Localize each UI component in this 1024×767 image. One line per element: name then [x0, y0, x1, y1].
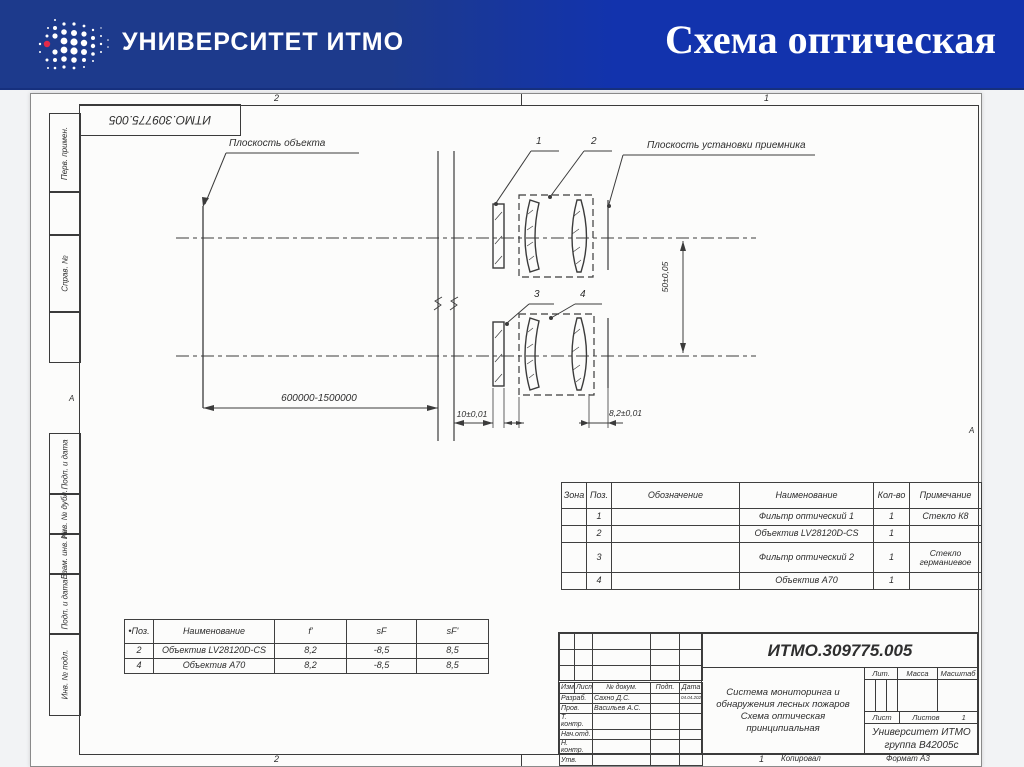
col-header: Зона	[561, 482, 587, 509]
strip-cell-sprav-n: Справ. №	[49, 234, 81, 313]
sign-row: Разраб. Сахно Д.С. 04.04.2022	[559, 693, 703, 704]
col-header: Поз.	[586, 482, 612, 509]
col-header: f'	[274, 619, 347, 644]
title-block-sign-table: Изм Лист № докум. Подп. Дата Разраб. Сах…	[559, 682, 703, 767]
parts-table: Зона Поз. Обозначение Наименование Кол-в…	[561, 482, 982, 590]
university-logo-text: УНИВЕРСИТЕТ ИТМО	[122, 28, 405, 56]
col-header: •Поз.	[124, 619, 154, 644]
strip-cell-perv-primen: Перв. примен.	[49, 113, 81, 193]
zone-marker-a-left: А	[69, 394, 75, 403]
mass-cell	[897, 679, 938, 712]
parts-table-header-row: Зона Поз. Обозначение Наименование Кол-в…	[561, 482, 982, 509]
zone-number: 2	[274, 754, 280, 764]
dim-distance: 600000-1500000	[281, 393, 357, 404]
parts-row-4: 4 Объектив А70 1	[561, 572, 982, 590]
sign-row: Пров. Васильев А.С.	[559, 703, 703, 714]
strip-cell-inv-podl: Инв. № подл.	[49, 633, 81, 716]
object-plane-label: Плоскость объекта	[229, 138, 326, 149]
zone-tick-top	[521, 94, 522, 105]
sign-row: Т. контр.	[559, 713, 703, 730]
sign-row: Н. контр.	[559, 738, 703, 756]
slide-header: УНИВЕРСИТЕТ ИТМО Схема оптическая	[0, 0, 1024, 90]
lens-table-header-row: •Поз. Наименование f' sF sF'	[124, 619, 489, 644]
zone-marker-a-right: А	[969, 426, 975, 435]
title-block: Изм Лист № докум. Подп. Дата Разраб. Сах…	[558, 632, 979, 767]
doc-number-stamp: ИТМО.309775.005	[79, 104, 241, 136]
optical-scheme-linework	[176, 150, 815, 441]
col-header: Наименование	[153, 619, 275, 644]
receiver-plane-label: Плоскость установки приемника	[647, 140, 806, 151]
slide-title: Схема оптическая	[665, 17, 996, 62]
zone-tick-bottom	[521, 754, 522, 766]
callout-3: 3	[534, 289, 540, 300]
drawing-frame	[79, 105, 979, 755]
col-header: Наименование	[739, 482, 874, 509]
sign-row: Нач.отд.	[559, 728, 703, 740]
scale-cell	[937, 679, 979, 712]
strip-cell-vzam-inv: Взам. инв. №	[49, 529, 81, 579]
title-block-spare-rows	[559, 633, 703, 681]
col-header: sF'	[416, 619, 489, 644]
parts-row-2: 2 Объектив LV28120D-CS 1	[561, 525, 982, 543]
col-header: Обозначение	[611, 482, 740, 509]
dim-axis-offset: 50±0,05	[660, 261, 670, 293]
strip-cell-podp-data-2: Подп. и дата	[49, 573, 81, 635]
strip-cell-inv-dubl: Инв. № дубл.	[49, 489, 81, 539]
title-block-doc-number: ИТМО.309775.005	[701, 633, 979, 668]
sign-header-row: Изм Лист № докум. Подп. Дата	[559, 682, 703, 694]
logo-red-dot	[43, 40, 51, 48]
col-header: sF	[346, 619, 417, 644]
dim-back: 8,2±0,01	[609, 408, 643, 418]
callout-4: 4	[580, 289, 586, 300]
itmo-logo-dots-icon	[38, 19, 109, 70]
col-header: Кол-во	[873, 482, 910, 509]
sheets-value: 1	[961, 713, 966, 722]
drawing-sheet: 2 1 2 1 Копировал Формат А3 Перв. примен…	[30, 93, 982, 767]
zone-number: 1	[764, 93, 770, 103]
footer-copied-label: Копировал	[781, 754, 821, 763]
sign-row: Утв.	[559, 754, 703, 767]
strip-cell-empty	[49, 191, 81, 236]
callout-2: 2	[591, 136, 597, 147]
title-block-drawing-name: Система мониторинга и обнаружения лесных…	[701, 667, 865, 755]
zone-number: 1	[759, 754, 765, 764]
strip-cell-podp-data-1: Подп. и дата	[49, 433, 81, 495]
col-header: Примечание	[909, 482, 982, 509]
zone-number: 2	[274, 93, 280, 103]
dim-front: 10±0,01	[456, 409, 488, 419]
callout-1: 1	[536, 136, 542, 147]
organization-cell: Университет ИТМО группа В42005с	[864, 723, 979, 755]
footer-format-label: Формат А3	[886, 754, 930, 763]
strip-cell-empty	[49, 311, 81, 363]
